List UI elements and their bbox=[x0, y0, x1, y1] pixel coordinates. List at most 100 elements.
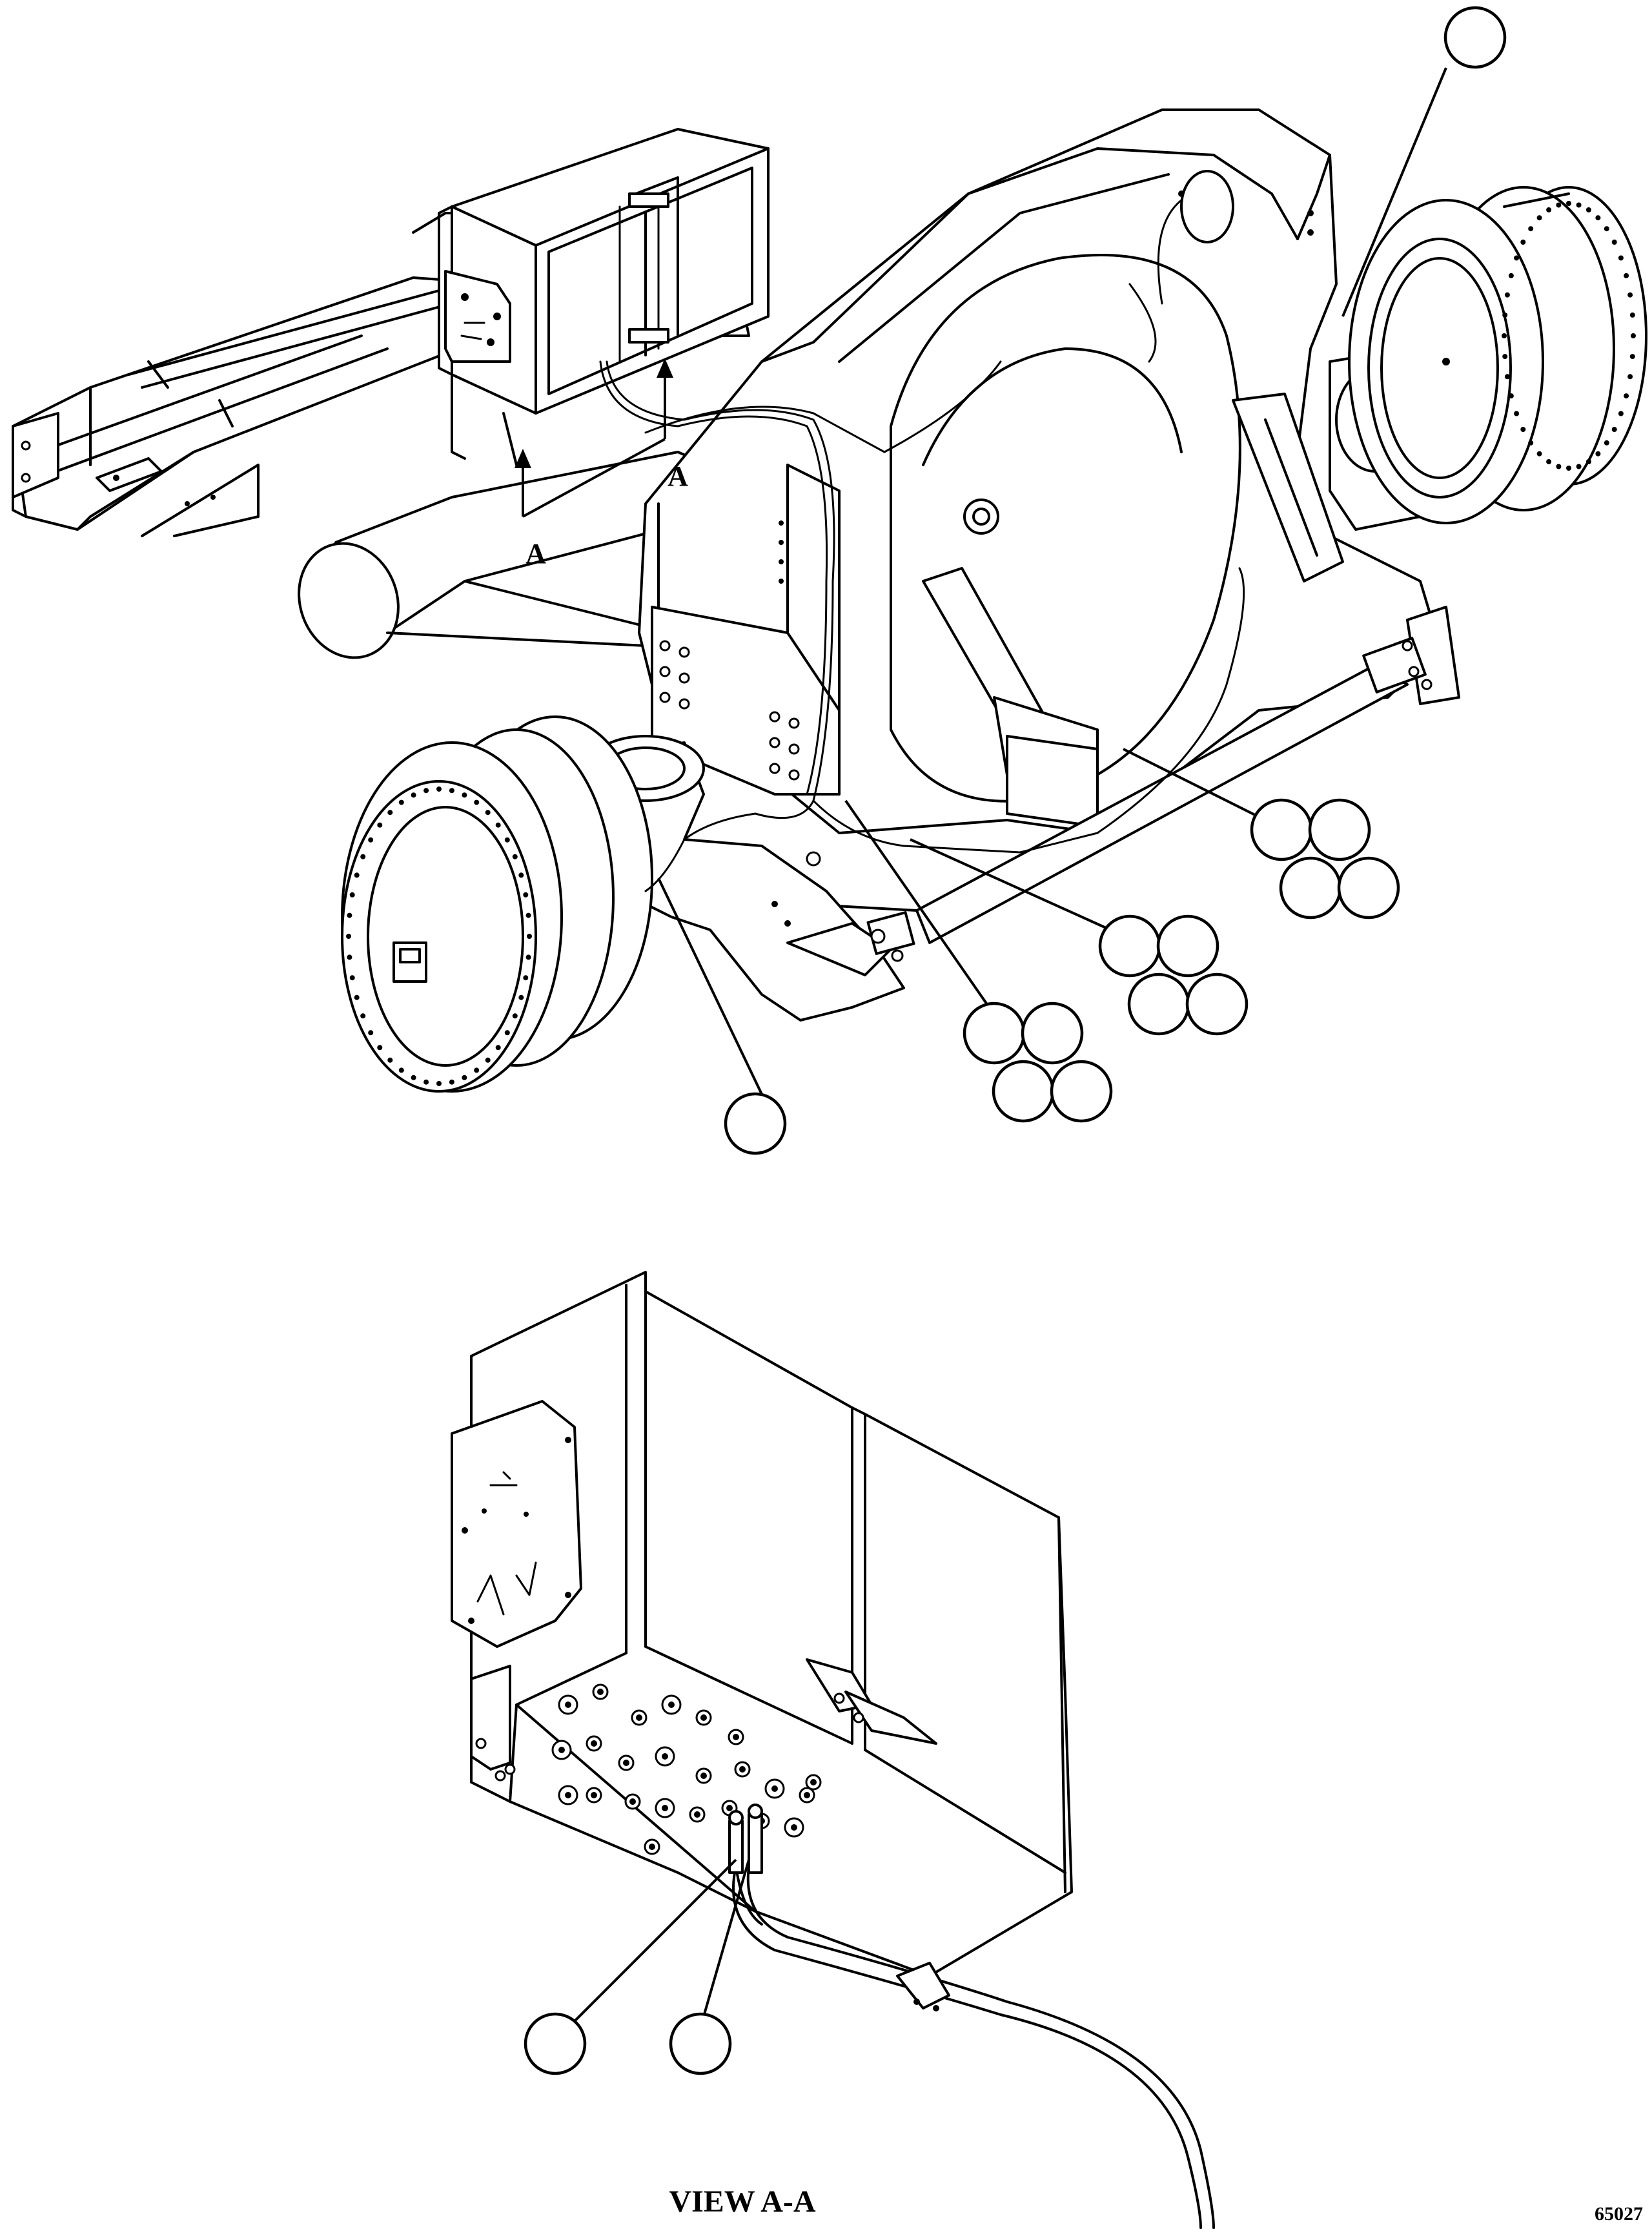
bolt-hole bbox=[1502, 312, 1508, 318]
plate-hole-center bbox=[591, 1740, 597, 1747]
bolt-hole bbox=[527, 934, 532, 939]
plate-hole-center bbox=[662, 1805, 668, 1811]
bolt-hole bbox=[518, 994, 524, 1000]
bolt-hole bbox=[387, 810, 393, 816]
bolt-hole bbox=[411, 792, 416, 798]
plate-hole-center bbox=[810, 1779, 817, 1785]
bolt-hole bbox=[512, 854, 518, 859]
bolt-hole bbox=[1514, 411, 1520, 416]
section-label-a-left: A bbox=[525, 538, 546, 570]
bolt-hole bbox=[462, 792, 467, 798]
bolt-hole bbox=[1528, 440, 1534, 446]
bolt-hole bbox=[1536, 215, 1542, 221]
section-arrows-a: A A bbox=[515, 358, 688, 570]
callout-bubble bbox=[1127, 972, 1190, 1036]
callout-bubble bbox=[963, 1002, 1026, 1065]
bolt-hole bbox=[1502, 354, 1508, 360]
right-wheel-bolt-ring bbox=[1502, 201, 1636, 471]
view-a-a: VIEW A-A bbox=[451, 1271, 1215, 2229]
bolt-hole bbox=[518, 872, 524, 878]
plate-hole-center bbox=[700, 1773, 707, 1779]
plate-hole-center bbox=[668, 1702, 675, 1708]
bolt-hole bbox=[523, 892, 529, 898]
bolt-hole bbox=[368, 837, 374, 843]
bolt-hole bbox=[346, 934, 351, 939]
bolt-hole bbox=[1508, 272, 1514, 278]
bolt-hole bbox=[423, 788, 429, 794]
plate-hole-center bbox=[804, 1792, 810, 1798]
bolt-hole bbox=[1586, 459, 1591, 464]
bolt-hole bbox=[354, 872, 360, 878]
callout-bubble bbox=[724, 1092, 787, 1155]
bolt-hole bbox=[398, 799, 404, 805]
bolt-hole bbox=[525, 954, 531, 960]
callout-bubble bbox=[992, 1060, 1055, 1123]
bolt-hole bbox=[1631, 333, 1636, 338]
bolt-hole bbox=[1618, 411, 1624, 416]
bolt-hole bbox=[1520, 427, 1526, 432]
left-wheel-bolt-ring bbox=[346, 787, 532, 1086]
section-label-a-right: A bbox=[668, 460, 688, 492]
bolt-hole bbox=[1624, 393, 1629, 399]
bolt-hole bbox=[512, 1013, 518, 1019]
bolt-hole bbox=[436, 787, 442, 792]
bolt-hole bbox=[462, 1074, 467, 1080]
bolt-hole bbox=[1504, 292, 1510, 298]
axle-frame-assembly: A A bbox=[12, 6, 1647, 1155]
bolt-hole bbox=[504, 837, 510, 843]
bolt-hole bbox=[449, 788, 454, 794]
bolt-hole bbox=[368, 1030, 374, 1036]
bolt-hole bbox=[349, 975, 355, 981]
bolt-hole bbox=[525, 912, 531, 918]
bolt-hole bbox=[1611, 240, 1617, 245]
bolt-hole bbox=[1624, 272, 1629, 278]
bolt-hole bbox=[1627, 292, 1633, 298]
plate-hole-center bbox=[636, 1714, 642, 1721]
plate-hole-center bbox=[629, 1798, 636, 1805]
bolt-hole bbox=[1556, 464, 1562, 469]
bolt-hole bbox=[377, 1045, 383, 1051]
bolt-hole bbox=[1629, 312, 1635, 318]
bolt-hole bbox=[1508, 393, 1514, 399]
plate-hole-center bbox=[739, 1766, 746, 1773]
bolt-hole bbox=[423, 1079, 429, 1085]
bolt-hole bbox=[474, 1067, 480, 1073]
bolt-hole bbox=[495, 822, 501, 828]
bolt-hole bbox=[1514, 255, 1520, 261]
callout-bubble bbox=[1443, 6, 1507, 69]
bolt-hole bbox=[347, 912, 352, 918]
plate-hole-center bbox=[694, 1811, 700, 1818]
plate-hole-center bbox=[733, 1734, 739, 1740]
plate-hole-center bbox=[791, 1824, 797, 1831]
bolt-hole bbox=[1576, 464, 1582, 469]
bolt-hole bbox=[1627, 374, 1633, 380]
wiring-harness bbox=[599, 199, 1245, 892]
bolt-hole bbox=[377, 822, 383, 828]
bolt-hole bbox=[504, 1030, 510, 1036]
plate-hole-center bbox=[662, 1753, 668, 1760]
callouts-view-aa bbox=[524, 1858, 750, 2075]
bolt-hole bbox=[1502, 333, 1507, 338]
bolt-hole bbox=[411, 1074, 416, 1080]
bolt-hole bbox=[398, 1067, 404, 1073]
callout-bubble bbox=[1250, 798, 1313, 861]
bolt-hole bbox=[474, 799, 480, 805]
bolt-hole bbox=[1528, 226, 1534, 232]
bolt-hole bbox=[1536, 451, 1542, 457]
bolt-hole bbox=[1629, 354, 1635, 360]
plate-hole-center bbox=[565, 1792, 571, 1798]
bolt-hole bbox=[1556, 202, 1562, 208]
bolt-hole bbox=[387, 1057, 393, 1063]
bolt-hole bbox=[1595, 215, 1601, 221]
figure-number: 65027 bbox=[1595, 2203, 1643, 2225]
plate-hole-center bbox=[565, 1702, 571, 1708]
plate-hole-center bbox=[597, 1689, 604, 1695]
callout-bubble bbox=[669, 2012, 732, 2075]
bolt-hole bbox=[1546, 459, 1552, 464]
left-wheel bbox=[341, 715, 653, 1093]
bolt-hole bbox=[1566, 466, 1571, 471]
bolt-hole bbox=[495, 1045, 501, 1051]
bolt-hole bbox=[354, 994, 360, 1000]
bolt-hole bbox=[1611, 427, 1617, 432]
bolt-hole bbox=[449, 1079, 454, 1085]
